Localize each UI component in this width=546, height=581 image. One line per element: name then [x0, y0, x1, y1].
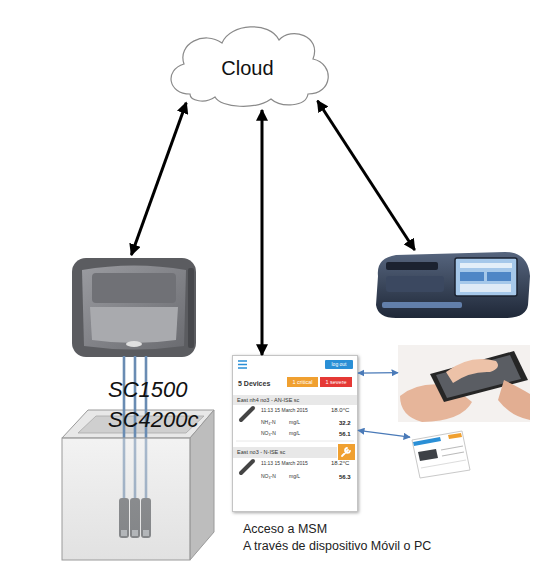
- controller-display: [92, 273, 176, 303]
- spectro-lid: [386, 276, 444, 292]
- controller-logo: [126, 341, 142, 347]
- sync-arrow: [260, 110, 263, 355]
- device-header: East nh4 no3 - AN-ISE sc: [233, 395, 357, 405]
- spectro-slot: [386, 262, 438, 270]
- document-card: [412, 431, 470, 478]
- spectro-screen: [455, 258, 517, 296]
- other-hand: [498, 380, 530, 420]
- spectro-body: [376, 252, 530, 318]
- model-name: SC4200c: [108, 409, 199, 431]
- document-header: [413, 437, 441, 446]
- document-line: [421, 460, 466, 468]
- device-header: East no3 - N-ISE sc: [233, 447, 337, 458]
- controller-shell: [72, 258, 196, 357]
- finger: [446, 359, 498, 383]
- menu-line: [238, 364, 247, 366]
- mobile-hand-photo: [398, 345, 530, 422]
- badge-label: 1 severe: [320, 380, 352, 386]
- wrench-square: [338, 444, 355, 460]
- device-name: East nh4 no3 - AN-ISE sc: [237, 398, 299, 404]
- probe-icon: [241, 461, 253, 473]
- screen-bar: [460, 263, 512, 268]
- cloud-label: Cloud: [160, 58, 335, 78]
- tank-side: [190, 410, 214, 560]
- wrench-icon: [338, 444, 355, 460]
- critical-badge: 1 critical: [287, 377, 318, 387]
- severe-badge: 1 severe: [320, 377, 352, 387]
- spectrophotometer-device: [372, 250, 530, 318]
- button-label: log out: [325, 362, 353, 367]
- tank-front: [62, 438, 190, 560]
- caption-line: Acceso a MSM: [243, 523, 327, 536]
- tank-illustration: [62, 410, 214, 560]
- device-name: East no3 - N-ISE sc: [237, 450, 285, 456]
- spectro-light: [382, 302, 462, 308]
- controller-lid: [90, 307, 178, 343]
- document-picture: [418, 449, 438, 461]
- parameter-name: NO₃-N: [261, 474, 276, 479]
- link-arrow: [358, 372, 398, 374]
- dashboard-panel: 5 Devices 11:13 15 March 2015 18.0°C NH₄-N m…: [232, 355, 358, 512]
- screen-row: [460, 284, 511, 292]
- parameter-name: NH₄-N: [261, 420, 276, 425]
- temperature: 18.2°C: [331, 460, 349, 466]
- hand-phone-illustration: [398, 345, 530, 422]
- controller-device: SC1500SC4200c: [68, 255, 200, 360]
- parameter-name: NO₃-N: [261, 431, 276, 436]
- document-line: [441, 446, 463, 450]
- sync-arrow: [131, 103, 186, 255]
- device-count: 5 Devices: [238, 380, 270, 387]
- pc-document: [410, 430, 470, 478]
- screen-button: [460, 272, 484, 281]
- screen-button: [487, 272, 511, 281]
- timestamp: 11:13 15 March 2015: [261, 408, 308, 413]
- temperature: 18.0°C: [331, 407, 349, 413]
- document-badge: [448, 433, 462, 439]
- cloud-shape: Cloud: [160, 18, 335, 110]
- unit: mg/L: [289, 431, 300, 436]
- measured-value: 56.3: [339, 474, 351, 480]
- menu-line: [238, 360, 247, 362]
- controller-front: [82, 266, 186, 350]
- measured-value: 32.2: [339, 420, 351, 426]
- caption-line: A través de dispositivo Móvil o PC: [243, 540, 431, 553]
- spectrophotometer-illustration: [376, 252, 530, 318]
- wrench-glyph: [342, 448, 350, 456]
- probe-icon: [241, 408, 253, 420]
- tank-top: [62, 410, 214, 438]
- pc-document-illustration: [412, 431, 470, 478]
- model-name: SC1500: [108, 379, 188, 401]
- measured-value: 56.1: [339, 431, 351, 437]
- connectors: [131, 101, 414, 437]
- timestamp: 11:13 15 March 2015: [261, 461, 308, 466]
- photo-background: [398, 345, 530, 422]
- link-arrow: [358, 430, 410, 437]
- unit: mg/L: [289, 474, 300, 479]
- document-line: [442, 452, 464, 456]
- badge-label: 1 critical: [287, 380, 318, 386]
- logout-button: log out: [325, 360, 353, 369]
- unit: mg/L: [289, 420, 300, 425]
- menu-line: [238, 367, 247, 369]
- card-divider: [236, 441, 354, 442]
- controller-rib: [188, 268, 194, 348]
- controller-illustration: [72, 258, 196, 357]
- sync-arrow: [318, 101, 415, 250]
- menu-icon: [238, 361, 247, 368]
